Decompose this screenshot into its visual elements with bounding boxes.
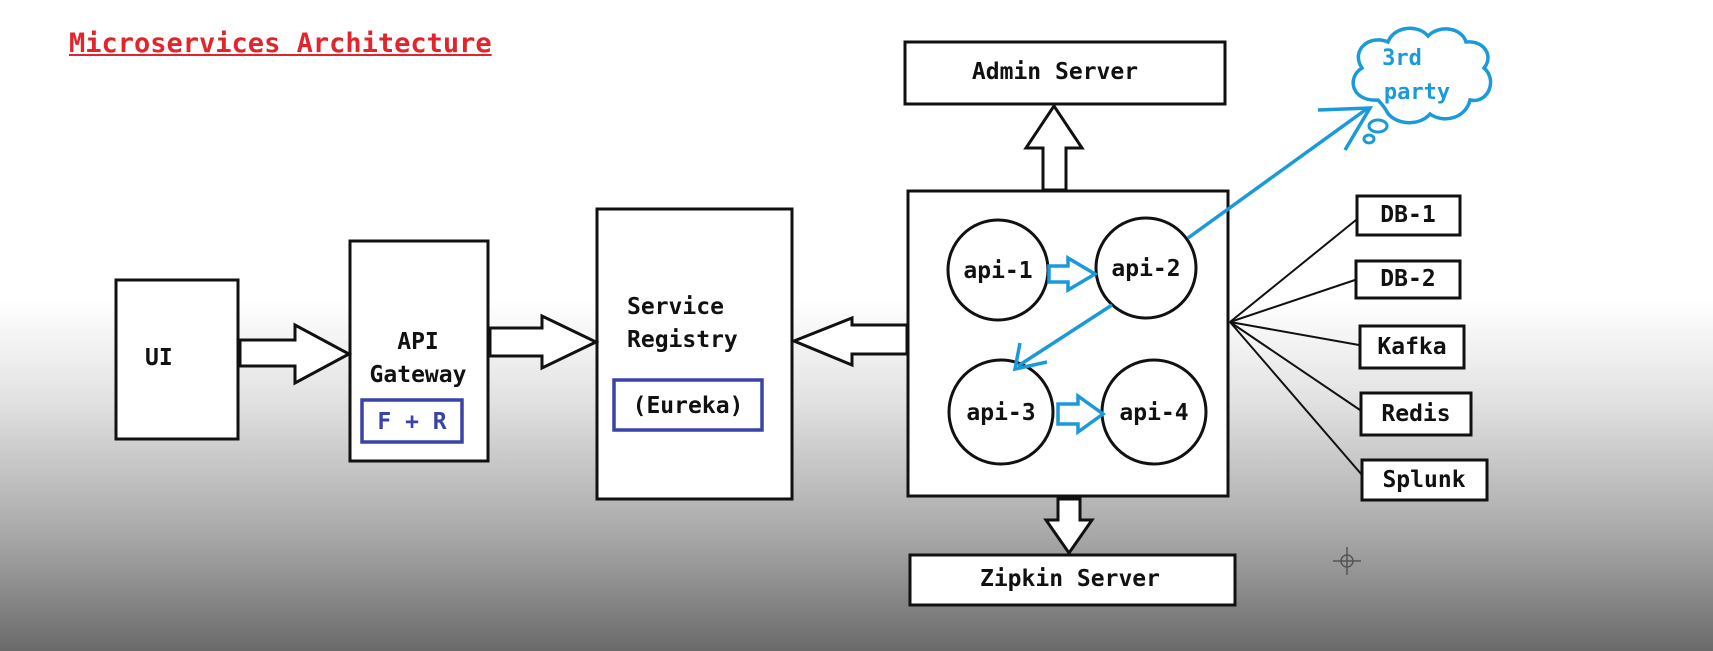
api-gateway-label-line2: Gateway bbox=[369, 362, 467, 388]
admin-server-label: Admin Server bbox=[971, 59, 1139, 85]
splunk-label: Splunk bbox=[1382, 467, 1466, 493]
eureka-box bbox=[612, 378, 764, 432]
ui-to-gateway-arrow bbox=[238, 322, 353, 386]
api-gateway-box bbox=[348, 239, 490, 463]
services-to-registry-arrow bbox=[790, 315, 909, 368]
api-3-label: api-3 bbox=[966, 400, 1036, 426]
ui-label: UI bbox=[145, 345, 173, 371]
third-party-cloud bbox=[1351, 26, 1493, 125]
gateway-filter-routing-box bbox=[360, 398, 464, 444]
diagram-title: Microservices Architecture bbox=[69, 28, 492, 59]
eureka-label: (Eureka) bbox=[632, 393, 744, 419]
api-4-label: api-4 bbox=[1119, 400, 1189, 426]
db-1-box bbox=[1355, 194, 1462, 237]
redis-box bbox=[1359, 391, 1473, 437]
api-2-to-api-3-arrow bbox=[1017, 303, 1113, 368]
service-registry-label-line2: Registry bbox=[627, 327, 738, 353]
services-to-zipkin-arrow bbox=[1043, 497, 1095, 556]
gateway-filter-routing-label: F + R bbox=[377, 409, 447, 435]
admin-server-box bbox=[903, 40, 1227, 106]
api-3-to-api-4-arrow bbox=[1056, 392, 1106, 436]
services-to-admin-arrow bbox=[1023, 103, 1085, 192]
splunk-box bbox=[1360, 458, 1489, 502]
api-1-label: api-1 bbox=[963, 258, 1033, 284]
api-1-to-api-2-arrow bbox=[1047, 254, 1099, 294]
third-party-label-line2: party bbox=[1383, 80, 1451, 105]
crosshair-cursor-icon bbox=[1333, 547, 1361, 575]
api-2-to-third-party-arrow bbox=[1186, 106, 1370, 240]
db-1-label: DB-1 bbox=[1380, 202, 1436, 228]
db-2-box bbox=[1354, 259, 1462, 300]
zipkin-server-label: Zipkin Server bbox=[979, 566, 1161, 592]
cloud-tail-bubble-1 bbox=[1367, 118, 1389, 134]
api-2-node bbox=[1094, 216, 1198, 320]
api-gateway-label-line1: API bbox=[397, 329, 439, 355]
api-2-label: api-2 bbox=[1111, 256, 1181, 282]
third-party-label-line1: 3rd bbox=[1382, 46, 1422, 71]
kafka-box bbox=[1358, 324, 1466, 370]
gateway-to-registry-arrow bbox=[488, 313, 600, 371]
db-2-label: DB-2 bbox=[1380, 266, 1436, 292]
ui-box bbox=[114, 278, 240, 441]
api-3-node bbox=[947, 358, 1055, 466]
service-registry-label-line1: Service bbox=[627, 294, 724, 320]
cloud-tail-bubble-2 bbox=[1362, 133, 1376, 145]
kafka-label: Kafka bbox=[1377, 334, 1447, 360]
zipkin-server-box bbox=[908, 553, 1237, 607]
service-registry-box bbox=[595, 207, 794, 501]
third-party-arrowhead bbox=[1317, 106, 1374, 151]
redis-label: Redis bbox=[1381, 401, 1451, 427]
resource-connectors bbox=[1229, 219, 1363, 476]
api-2-to-api-3-arrowhead bbox=[1012, 342, 1048, 372]
